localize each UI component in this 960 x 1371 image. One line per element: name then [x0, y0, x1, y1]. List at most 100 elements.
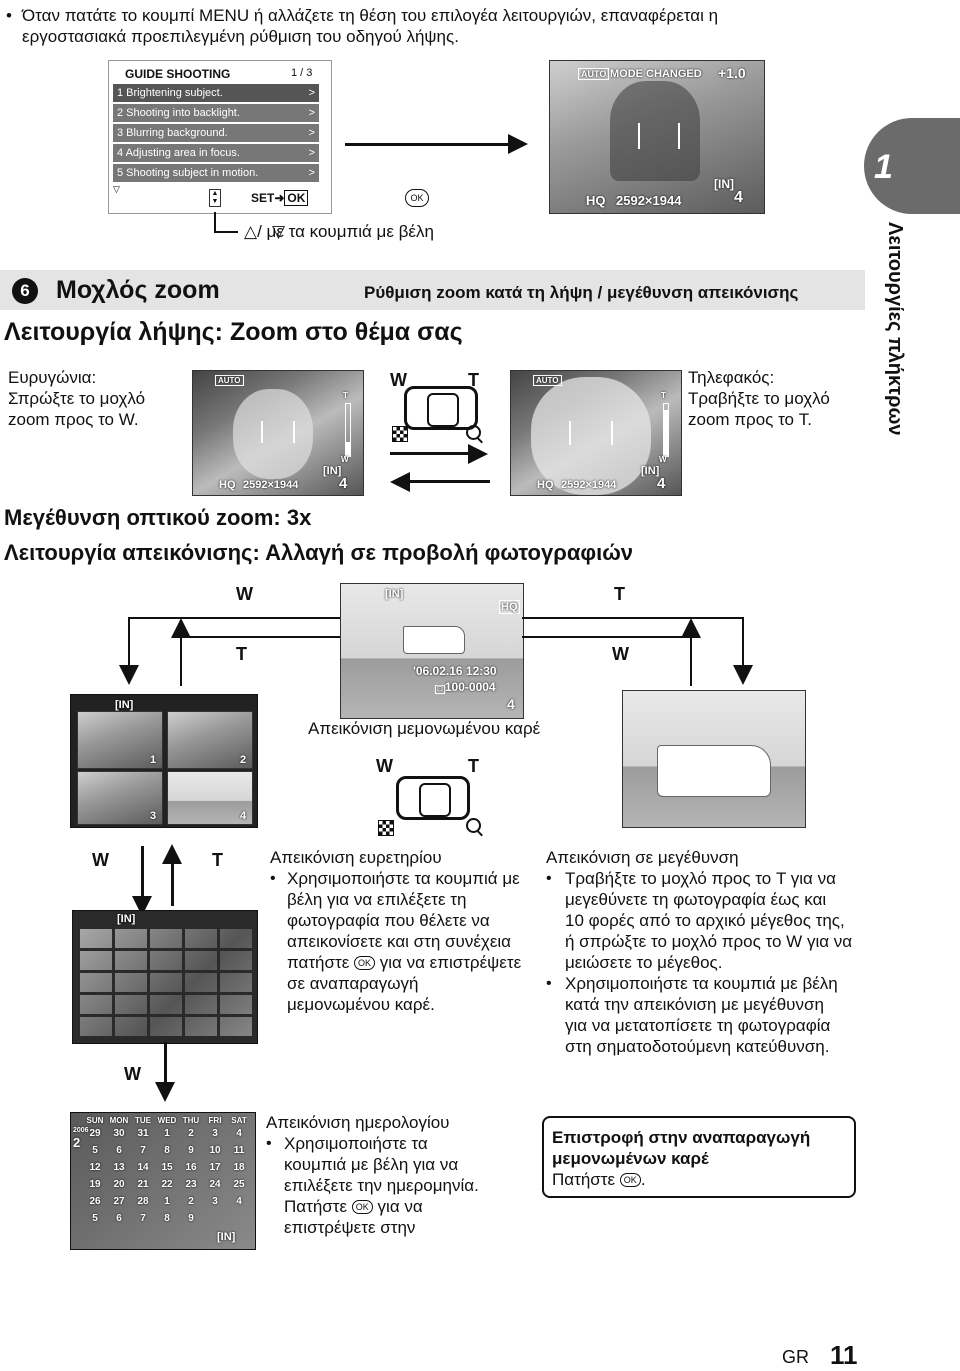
calendar-day-cell[interactable]: 6 — [116, 1145, 122, 1156]
calendar-day-cell[interactable]: 9 — [188, 1213, 194, 1224]
calendar-day-cell[interactable]: 1 — [164, 1128, 170, 1139]
calendar-day-cell[interactable]: 10 — [209, 1145, 221, 1156]
calendar-day-cell[interactable]: 5 — [92, 1145, 98, 1156]
calendar-day-cell[interactable]: 7 — [140, 1213, 146, 1224]
w-label: W — [612, 644, 629, 664]
guide-item-3[interactable]: 3 Blurring background.> — [113, 124, 319, 142]
calendar-day-cell[interactable]: 9 — [188, 1145, 194, 1156]
guide-item-4[interactable]: 4 Adjusting area in focus. > — [113, 144, 319, 162]
calendar-day-cell[interactable]: 31 — [137, 1128, 149, 1139]
calendar-day-cell[interactable]: 15 — [161, 1162, 173, 1173]
chevron-right-icon: > — [308, 147, 315, 159]
calendar-day-cell[interactable]: 25 — [233, 1179, 245, 1190]
calendar-day-cell[interactable]: 13 — [113, 1162, 125, 1173]
calendar-day-cell[interactable]: 28 — [137, 1196, 149, 1207]
calendar-day-cell[interactable]: 12 — [89, 1162, 101, 1173]
calendar-day-cell[interactable]: 3 — [212, 1128, 218, 1139]
flow-line — [128, 617, 130, 667]
index-text-line: Χρησιμοποιήστε τα κουμπιά με — [287, 869, 520, 888]
guide-item-2[interactable]: 2 Shooting into backlight.> — [113, 104, 319, 122]
guide-item-1[interactable]: 1 Brightening subject.> — [113, 84, 319, 102]
resolution-label: 2592×1944 — [243, 479, 299, 491]
thumbnail-grid[interactable] — [77, 927, 253, 1039]
enlarged-text-line: κατά την απεικόνιση με μεγέθυνση — [565, 995, 824, 1014]
calendar-day-cell[interactable]: 1 — [164, 1196, 170, 1207]
enlarged-title: Απεικόνιση σε μεγέθυνση — [546, 848, 739, 867]
enlarged-text-line: στη σηματοδοτούμενη κατεύθυνση. — [565, 1037, 830, 1056]
memory-label: [IN] — [641, 465, 660, 477]
subject-face — [233, 389, 313, 479]
calendar-day-cell[interactable]: 11 — [233, 1145, 245, 1156]
enlarged-text-line: μειώσετε το μέγεθος. — [565, 953, 723, 972]
chevron-right-icon: > — [308, 87, 315, 99]
guide-title: GUIDE SHOOTING — [125, 67, 231, 81]
index-text-line: σε αναπαραγωγή — [287, 974, 419, 993]
index-thumb-3[interactable]: 3 — [77, 771, 163, 825]
calendar-day-cell[interactable]: 4 — [236, 1128, 242, 1139]
shots-remaining: 4 — [734, 189, 743, 206]
calendar-day-cell[interactable]: 21 — [137, 1179, 149, 1190]
af-target-mark — [569, 421, 613, 445]
calendar-day-cell[interactable]: 5 — [92, 1213, 98, 1224]
calendar-day-cell[interactable]: 3 — [212, 1196, 218, 1207]
wide-label: Ευρυγώνια: — [8, 368, 97, 387]
guide-item-5[interactable]: 5 Shooting subject in motion.> — [113, 164, 319, 182]
bullet: • — [266, 1135, 272, 1152]
shots-remaining: 4 — [657, 475, 666, 492]
calendar-day-cell[interactable]: 7 — [140, 1145, 146, 1156]
calendar-day-cell[interactable]: 17 — [209, 1162, 221, 1173]
calendar-day-cell[interactable]: 20 — [113, 1179, 125, 1190]
tele-line3: zoom προς το T. — [688, 410, 812, 429]
calendar-day-cell[interactable]: 24 — [209, 1179, 221, 1190]
subject-silhouette — [610, 81, 700, 181]
flow-line — [522, 617, 744, 619]
calendar-day-cell[interactable]: 30 — [113, 1128, 125, 1139]
calendar-day-cell[interactable]: 19 — [89, 1179, 101, 1190]
calendar-day-cell[interactable]: 18 — [233, 1162, 245, 1173]
thumb-number: 4 — [240, 810, 247, 822]
calendar-day-cell[interactable]: 16 — [185, 1162, 197, 1173]
calendar-day-cell[interactable]: 22 — [161, 1179, 173, 1190]
guide-item-label: 4 Adjusting area in focus. — [117, 147, 240, 159]
set-label: SET➜OK — [251, 190, 309, 206]
calendar-day-cell[interactable]: 29 — [89, 1128, 101, 1139]
ev-value: +1.0 — [718, 65, 746, 81]
guide-item-label: 5 Shooting subject in motion. — [117, 167, 259, 179]
calendar-day-header: TUE — [135, 1116, 151, 1125]
mode-icon: AUTO — [215, 375, 244, 386]
arrow-line — [345, 143, 510, 146]
index-thumb-1[interactable]: 1 — [77, 711, 163, 769]
bullet: • — [546, 870, 552, 887]
calendar-day-cell[interactable]: 4 — [236, 1196, 242, 1207]
shooting-mode-title: Λειτουργία λήψης: Zoom στο θέμα σας — [4, 318, 463, 346]
calendar-day-cell[interactable]: 27 — [113, 1196, 125, 1207]
down-arrow-icon: ▽ — [272, 222, 286, 241]
zoom-bar-w: W — [659, 455, 667, 464]
flow-line — [128, 617, 340, 619]
enlarged-text-line: μεγεθύνετε τη φωτογραφία έως και — [565, 890, 827, 909]
calendar-day-cell[interactable]: 8 — [164, 1213, 170, 1224]
calendar-day-cell[interactable]: 2 — [188, 1196, 194, 1207]
optical-zoom-note: Μεγέθυνση οπτικού zoom: 3x — [4, 505, 312, 530]
calendar-day-cell[interactable]: 23 — [185, 1179, 197, 1190]
index-thumb-4[interactable]: 4 — [167, 771, 253, 825]
magnify-icon — [466, 818, 481, 833]
calendar-day-cell[interactable]: 26 — [89, 1196, 101, 1207]
enlarged-text-line: 10 φορές από το αρχικό μέγεθος της, — [565, 911, 845, 930]
index-thumb-2[interactable]: 2 — [167, 711, 253, 769]
bullet: • — [546, 975, 552, 992]
t-label: T — [212, 850, 223, 870]
calendar-month: 2 — [73, 1135, 81, 1150]
date-time: '06.02.16 12:30 — [413, 664, 497, 678]
index-grid-icon — [378, 820, 394, 836]
calendar-day-cell[interactable]: 6 — [116, 1213, 122, 1224]
calendar-day-cell[interactable]: 2 — [188, 1128, 194, 1139]
arrow-line — [390, 452, 470, 455]
calendar-text-line: επιστρέψετε στην — [284, 1218, 416, 1237]
calendar-day-cell[interactable]: 14 — [137, 1162, 149, 1173]
calendar-day-cell[interactable] — [227, 1210, 251, 1227]
calendar-day-cell[interactable] — [203, 1210, 227, 1227]
calendar-day-cell[interactable]: 8 — [164, 1145, 170, 1156]
ok-key-label: OK — [284, 190, 309, 206]
